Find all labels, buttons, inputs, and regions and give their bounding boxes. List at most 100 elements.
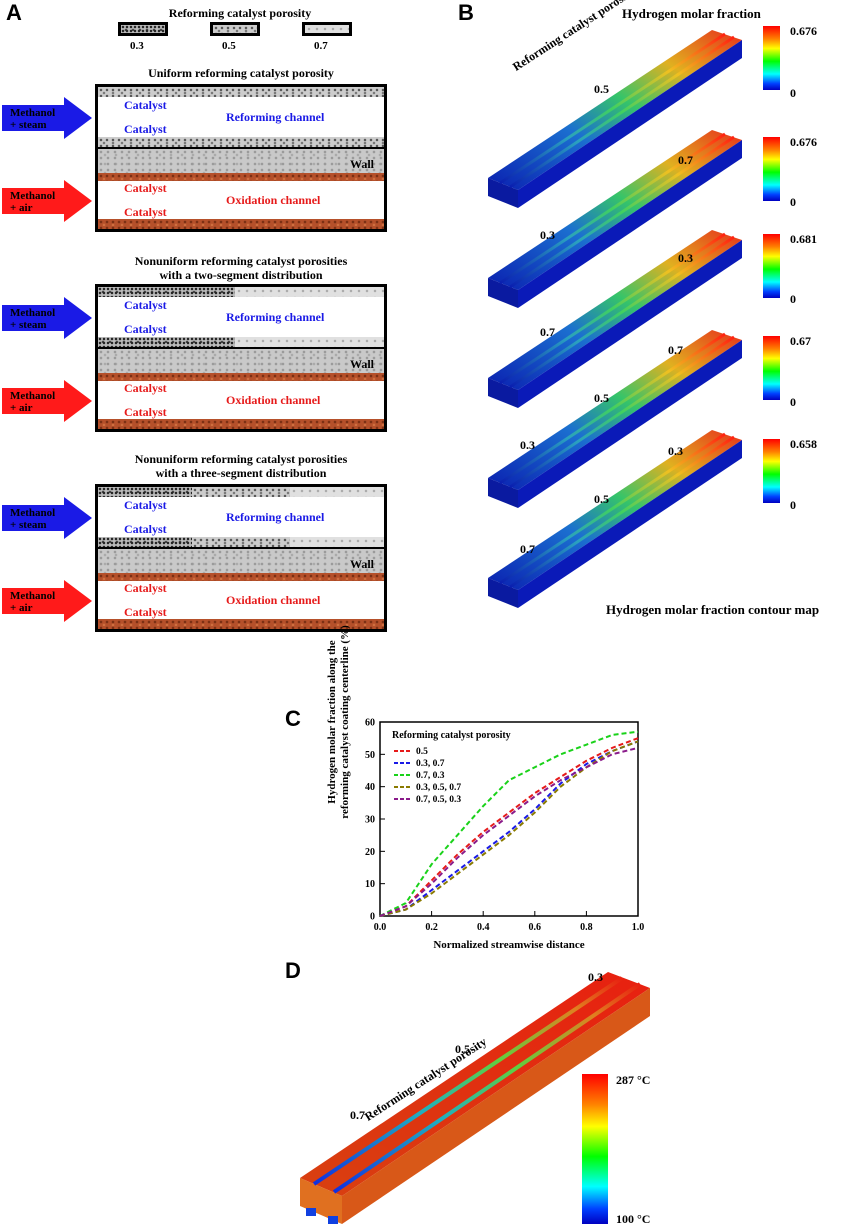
y-tick-label: 20 (365, 847, 375, 858)
reforming-channel-label: Reforming channel (226, 110, 325, 124)
porosity-label: 0.5 (594, 82, 609, 96)
porosity-legend-title: Reforming catalyst porosity (168, 6, 312, 20)
y-tick-label: 40 (365, 782, 375, 793)
panel-b-title: Hydrogen molar fraction (622, 6, 761, 21)
legend-entry: 0.7, 0.3 (416, 771, 445, 781)
channel-diagram-two-segment: Catalyst Reforming channel Catalyst Wall… (95, 284, 387, 432)
legend-entry: 0.3, 0.7 (416, 759, 445, 769)
wall-label: Wall (349, 557, 374, 571)
swatch-porosity-07 (302, 22, 352, 36)
catalyst-label: Catalyst (124, 522, 167, 536)
porosity-label: 0.3 (668, 444, 683, 458)
porosity-label: 0.5 (594, 391, 609, 405)
oxidation-channel-label: Oxidation channel (226, 393, 321, 407)
wall-label: Wall (349, 157, 374, 171)
legend-entry: 0.5 (416, 747, 428, 757)
wall-label: Wall (349, 357, 374, 371)
colorbar-min: 0 (790, 395, 796, 409)
ylabel-line1: Hydrogen molar fraction along the (326, 640, 338, 804)
porosity-label: 0.3 (678, 251, 693, 265)
x-tick-label: 0.4 (477, 922, 490, 933)
panel-label-d: D (285, 958, 301, 983)
catalyst-label: Catalyst (124, 205, 167, 219)
arrow-label: Methanol+ steam (10, 107, 56, 131)
panel-label-b: B (458, 0, 474, 25)
porosity-label: 0.5 (594, 492, 609, 506)
catalyst-label: Catalyst (124, 498, 167, 512)
section-title-three-segment: Nonuniform reforming catalyst porosities… (95, 452, 387, 480)
temp-porosity-label: 0.7 (350, 1108, 365, 1122)
oxidation-catalyst-bottom (98, 619, 384, 629)
x-tick-label: 1.0 (632, 922, 645, 933)
colorbar-max: 0.67 (790, 334, 811, 348)
colorbar-min: 0 (790, 86, 796, 100)
colorbar-max: 0.676 (790, 135, 817, 149)
contour-slab-1 (488, 30, 742, 208)
arrow-label: Methanol+ air (10, 590, 56, 614)
reforming-channel-label: Reforming channel (226, 310, 325, 324)
temperature-slab (300, 972, 650, 1224)
panel-label-c: C (285, 706, 301, 731)
porosity-label: 0.3 (520, 438, 535, 452)
catalyst-label: Catalyst (124, 181, 167, 195)
swatch-label-03: 0.3 (130, 40, 144, 52)
colorbar-max: 0.658 (790, 437, 817, 451)
colorbar-5 (763, 439, 780, 503)
wall-layer (98, 347, 384, 375)
channel-diagram-three-segment: Catalyst Reforming channel Catalyst Wall… (95, 484, 387, 632)
methanol-air-arrow: Methanol+ air (2, 380, 92, 422)
section-title-uniform: Uniform reforming catalyst porosity (148, 66, 334, 80)
legend-title: Reforming catalyst porosity (392, 730, 511, 741)
channel-diagram-uniform: Catalyst Reforming channel Catalyst Wall… (95, 84, 387, 232)
oxidation-catalyst-top (98, 173, 384, 181)
swatch-label-05: 0.5 (222, 40, 236, 52)
contour-slab-2 (488, 130, 742, 308)
contour-slab-4 (488, 330, 742, 508)
x-tick-label: 0.0 (374, 922, 387, 933)
colorbar-1 (763, 26, 780, 90)
catalyst-label: Catalyst (124, 581, 167, 595)
catalyst-label: Catalyst (124, 605, 167, 619)
methanol-steam-arrow: Methanol+ steam (2, 97, 92, 139)
y-tick-label: 50 (365, 750, 375, 761)
y-tick-label: 30 (365, 815, 375, 826)
oxidation-catalyst-bottom (98, 219, 384, 229)
reforming-catalyst-bottom (98, 337, 384, 347)
catalyst-label: Catalyst (124, 381, 167, 395)
colorbar-4 (763, 336, 780, 400)
legend-entry: 0.7, 0.5, 0.3 (416, 795, 461, 805)
panel-b-contour-maps (488, 30, 742, 608)
methanol-air-arrow: Methanol+ air (2, 180, 92, 222)
swatch-porosity-03 (118, 22, 168, 36)
series-line-0-3-0-7 (379, 740, 639, 917)
colorbar-max: 0.676 (790, 24, 817, 38)
methanol-steam-arrow: Methanol+ steam (2, 297, 92, 339)
section-title-line2: with a three-segment distribution (155, 466, 327, 480)
temperature-colorbar (582, 1074, 608, 1224)
y-tick-label: 10 (365, 879, 375, 890)
temp-colorbar-min: 100 °C (616, 1212, 651, 1226)
porosity-label: 0.7 (678, 153, 693, 167)
oxidation-catalyst-top (98, 573, 384, 581)
arrow-label: Methanol+ steam (10, 507, 56, 531)
swatch-porosity-05 (210, 22, 260, 36)
panel-label-a: A (6, 0, 22, 25)
reforming-catalyst-top (98, 87, 384, 97)
colorbar-min: 0 (790, 195, 796, 209)
reforming-channel-label: Reforming channel (226, 510, 325, 524)
porosity-label: 0.7 (540, 325, 555, 339)
series-line-0-5 (379, 737, 639, 917)
reforming-catalyst-bottom (98, 137, 384, 147)
section-title-line1: Nonuniform reforming catalyst porosities (134, 452, 348, 466)
ylabel-line2: reforming catalyst coating centerline (%… (339, 625, 351, 819)
porosity-label: 0.7 (520, 542, 535, 556)
wall-layer (98, 547, 384, 575)
catalyst-label: Catalyst (124, 98, 167, 112)
colorbar-min: 0 (790, 292, 796, 306)
reforming-catalyst-bottom (98, 537, 384, 547)
porosity-label: 0.3 (540, 228, 555, 242)
swatch-label-07: 0.7 (314, 40, 328, 52)
porosity-label: 0.7 (668, 343, 683, 357)
reforming-catalyst-top (98, 287, 384, 297)
